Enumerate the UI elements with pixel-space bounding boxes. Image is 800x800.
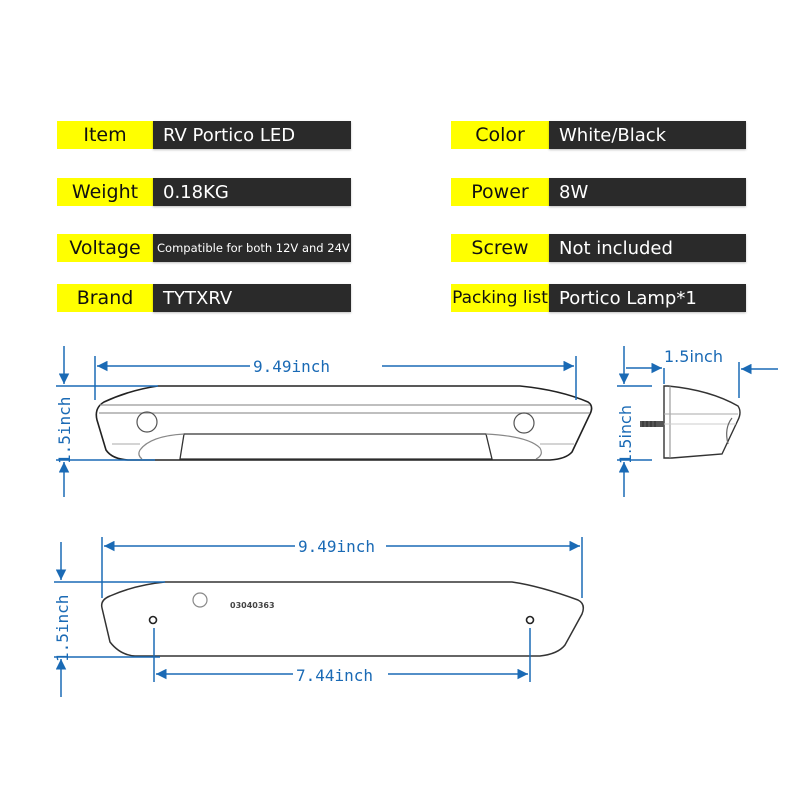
spec-label: Weight — [57, 178, 153, 206]
spec-row-color: Color White/Black — [451, 121, 746, 149]
front-view-drawing — [95, 385, 593, 461]
side-view-drawing — [640, 385, 741, 459]
spec-row-brand: Brand TYTXRV — [57, 284, 351, 312]
front-length-label: 9.49inch — [253, 357, 330, 376]
spec-row-screw: Screw Not included — [451, 234, 746, 262]
back-height-label: 1.5inch — [53, 595, 72, 662]
hole-spacing-label: 7.44inch — [296, 666, 373, 685]
spec-row-weight: Weight 0.18KG — [57, 178, 351, 206]
front-height-label: 1.5inch — [55, 397, 74, 464]
serial-number: 03040363 — [230, 601, 275, 610]
spec-value: Portico Lamp*1 — [549, 284, 746, 312]
screw-icon — [640, 421, 664, 427]
spec-label: Color — [451, 121, 549, 149]
side-depth-label: 1.5inch — [664, 347, 723, 366]
sensor-circle-icon — [513, 412, 535, 434]
spec-label: Packing list — [451, 284, 549, 312]
spec-value: TYTXRV — [153, 284, 351, 312]
spec-value: 0.18KG — [153, 178, 351, 206]
mounting-hole-icon — [148, 615, 158, 625]
spec-row-packing-list: Packing list Portico Lamp*1 — [451, 284, 746, 312]
side-height-dimension — [617, 346, 652, 497]
sensor-circle-icon — [192, 592, 208, 608]
spec-label: Item — [57, 121, 153, 149]
spec-row-voltage: Voltage Compatible for both 12V and 24V — [57, 234, 351, 262]
sensor-circle-icon — [136, 411, 158, 433]
spec-label: Brand — [57, 284, 153, 312]
hole-spacing-dimension — [153, 628, 531, 682]
back-view-drawing — [100, 581, 585, 657]
front-height-dimension — [56, 346, 158, 497]
spec-row-power: Power 8W — [451, 178, 746, 206]
spec-value: Not included — [549, 234, 746, 262]
mounting-hole-icon — [525, 615, 535, 625]
spec-label: Power — [451, 178, 549, 206]
spec-value: 8W — [549, 178, 746, 206]
back-length-label: 9.49inch — [298, 537, 375, 556]
spec-label: Voltage — [57, 234, 153, 262]
spec-value: Compatible for both 12V and 24V — [153, 234, 351, 262]
side-depth-dimension — [626, 362, 778, 398]
spec-row-item: Item RV Portico LED — [57, 121, 351, 149]
spec-value: RV Portico LED — [153, 121, 351, 149]
back-length-dimension — [101, 537, 583, 598]
side-height-label: 1.5inch — [616, 405, 635, 464]
spec-label: Screw — [451, 234, 549, 262]
front-length-dimension — [94, 356, 577, 400]
back-height-dimension — [54, 542, 165, 697]
spec-value: White/Black — [549, 121, 746, 149]
